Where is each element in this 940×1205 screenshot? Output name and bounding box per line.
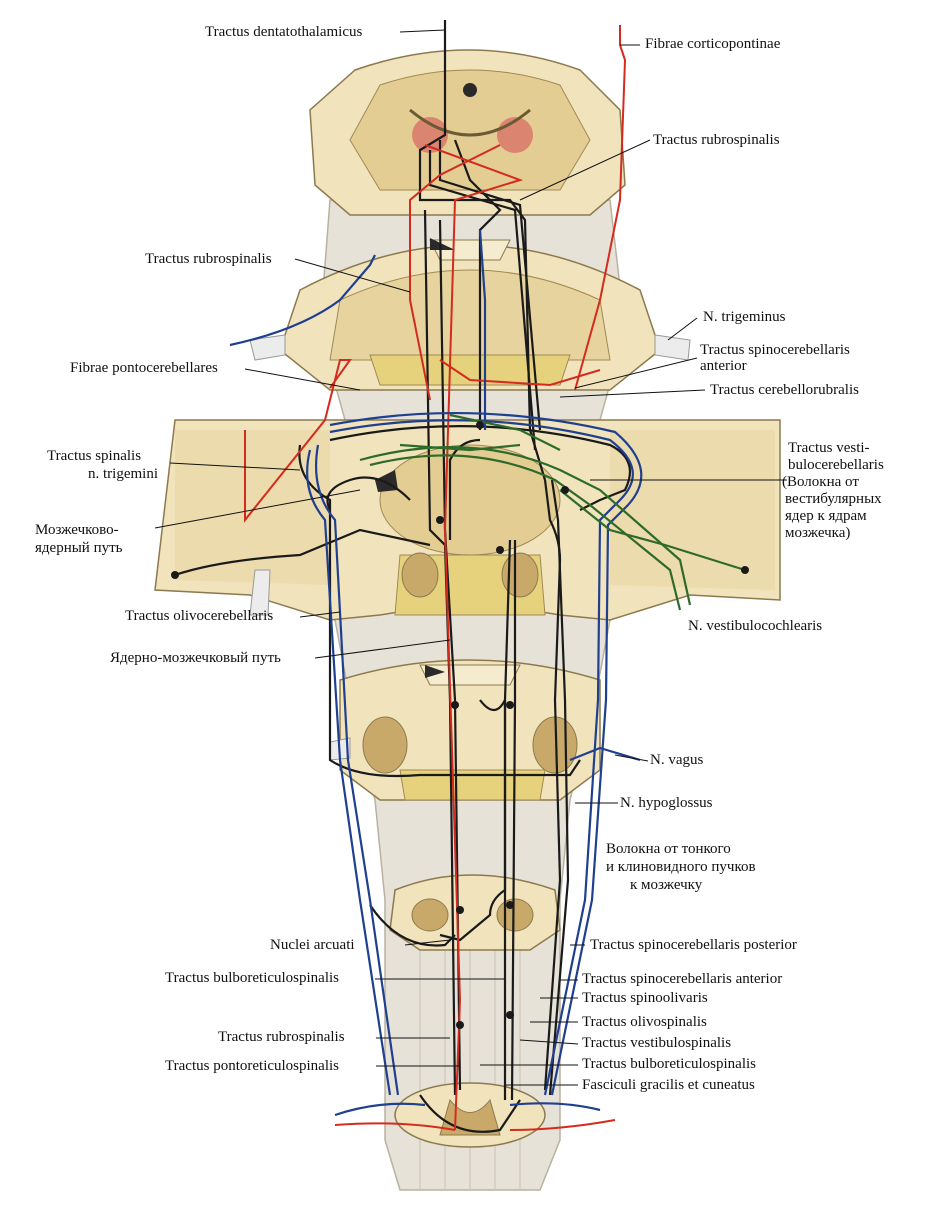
- label-vestibulocerebellaris-3: (Волокна от: [782, 474, 859, 490]
- leader-lines: [154, 29, 787, 1086]
- label-n-vestibulocochlearis: N. vestibulocochlearis: [688, 618, 823, 634]
- label-vestibulocerebellaris-5: ядер к ядрам: [785, 508, 867, 524]
- label-tractus-rubrospinalis-bottom: Tractus rubrospinalis: [218, 1029, 345, 1045]
- label-gracile-cuneate-1: Волокна от тонкого: [606, 841, 731, 857]
- label-tractus-spinoolivaris: Tractus spinoolivaris: [582, 990, 708, 1006]
- label-tractus-vestibulospinalis: Tractus vestibulospinalis: [582, 1035, 732, 1051]
- lower-medulla-section: [389, 874, 561, 951]
- label-tractus-olivocerebellaris: Tractus olivocerebellaris: [125, 608, 274, 624]
- label-cerebellonuclear-1: Мозжечково-: [35, 522, 119, 538]
- label-vestibulocerebellaris-4: вестибулярных: [785, 491, 882, 507]
- label-n-hypoglossus: N. hypoglossus: [620, 795, 713, 811]
- label-nucleocerebellar-tract: Ядерно-мозжечковый путь: [110, 650, 281, 666]
- medulla-section: [329, 659, 601, 801]
- label-tractus-spinalis-2: n. trigemini: [88, 466, 158, 482]
- label-gracile-cuneate-3: к мозжечку: [630, 877, 703, 893]
- cerebellum-section: [154, 419, 781, 621]
- label-n-trigeminus: N. trigeminus: [703, 309, 786, 325]
- label-tractus-rubrospinalis-top: Tractus rubrospinalis: [653, 132, 780, 148]
- label-tractus-spinalis-1: Tractus spinalis: [47, 448, 142, 464]
- label-vestibulocerebellaris-6: мозжечка): [785, 525, 851, 541]
- black-tracts: [174, 20, 632, 1133]
- label-tractus-cerebellorubralis: Tractus cerebellorubralis: [710, 382, 859, 398]
- label-tractus-spinocerebellaris-posterior: Tractus spinocerebellaris posterior: [590, 937, 797, 953]
- trigeminal-nerve-left: [249, 334, 286, 361]
- label-tractus-bulboreticulospinalis-left: Tractus bulboreticulospinalis: [165, 970, 340, 986]
- label-fasciculi-gracilis-et-cuneatus: Fasciculi gracilis et cuneatus: [582, 1077, 755, 1093]
- tract-nodes: [171, 421, 749, 1029]
- label-tractus-pontoreticulospinalis: Tractus pontoreticulospinalis: [165, 1058, 340, 1074]
- label-tractus-rubrospinalis-left: Tractus rubrospinalis: [145, 251, 272, 267]
- label-tractus-spinocerebellaris-anterior-top-1: Tractus spinocerebellaris: [700, 342, 850, 358]
- label-fibrae-pontocerebellares: Fibrae pontocerebellares: [70, 360, 218, 376]
- label-cerebellonuclear-2: ядерный путь: [35, 540, 123, 556]
- label-n-vagus: N. vagus: [650, 752, 704, 768]
- label-tractus-bulboreticulospinalis-right: Tractus bulboreticulospinalis: [582, 1056, 757, 1072]
- label-gracile-cuneate-2: и клиновидного пучков: [606, 859, 756, 875]
- label-vestibulocerebellaris-2: bulocerebellaris: [788, 457, 884, 473]
- label-nuclei-arcuati: Nuclei arcuati: [270, 937, 355, 953]
- label-tractus-olivospinalis: Tractus olivospinalis: [582, 1014, 707, 1030]
- midbrain-section: [309, 49, 626, 216]
- label-fibrae-corticopontinae: Fibrae corticopontinae: [645, 36, 781, 52]
- trigeminal-nerve-right: [654, 334, 691, 361]
- pons-section: [249, 238, 691, 391]
- label-tractus-spinocerebellaris-anterior-bottom: Tractus spinocerebellaris anterior: [582, 971, 783, 987]
- spinal-cord-section: [394, 1082, 546, 1148]
- label-vestibulocerebellaris-1: Tractus vesti-: [788, 440, 870, 456]
- green-tracts: [359, 413, 746, 611]
- label-tractus-dentatothalamicus: Tractus dentatothalamicus: [205, 24, 363, 40]
- label-tractus-spinocerebellaris-anterior-top-2: anterior: [700, 358, 747, 374]
- aqueduct: [463, 83, 477, 97]
